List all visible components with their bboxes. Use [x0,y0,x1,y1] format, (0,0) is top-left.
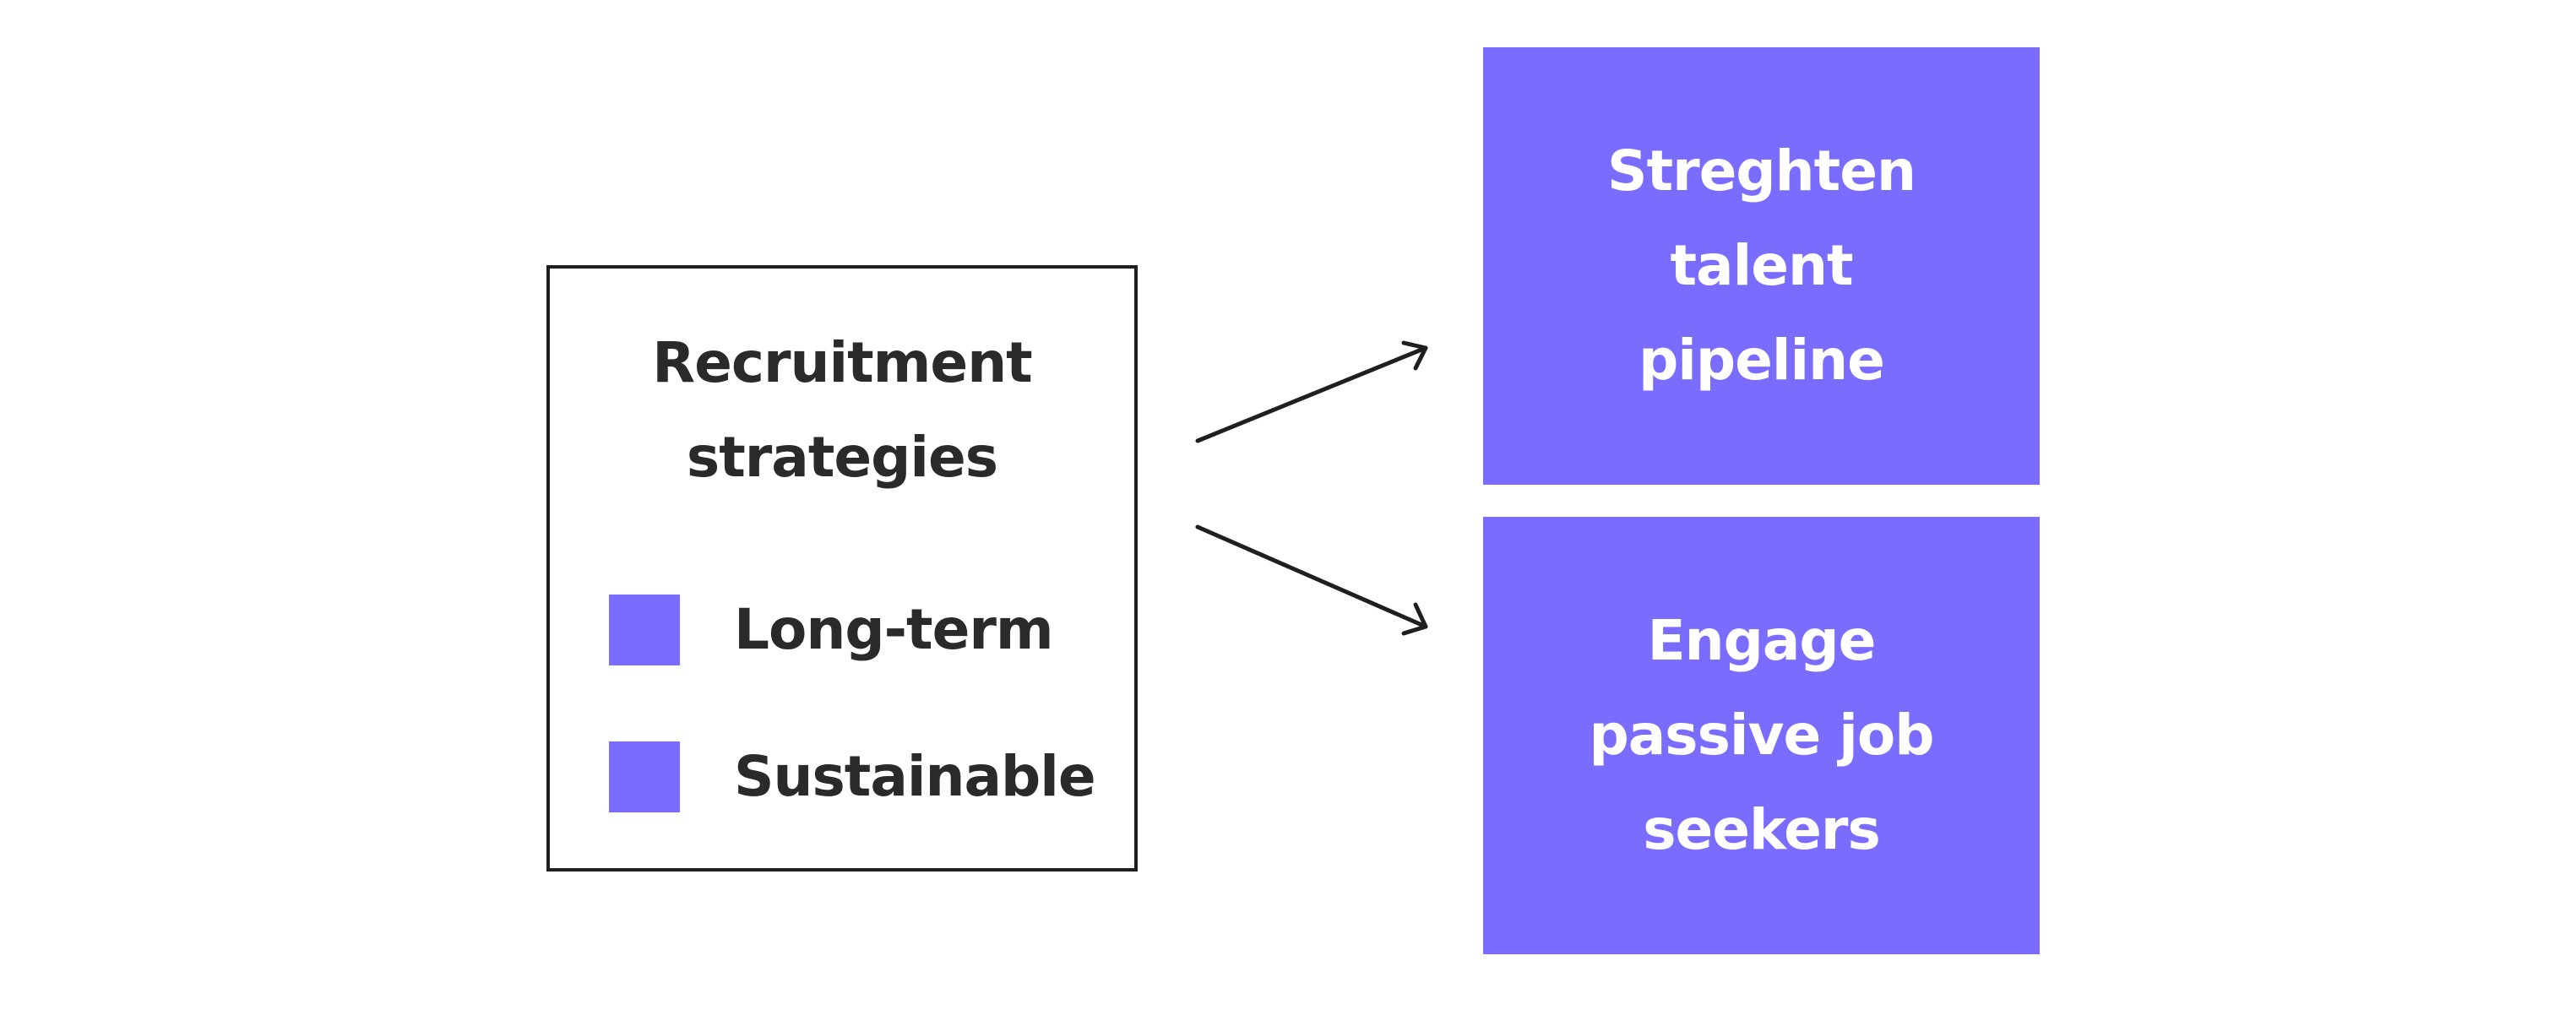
target-line: Engage [1647,608,1877,673]
arrow-to-passive-job-seekers [1195,524,1428,636]
recruitment-strategies-box: Recruitment strategies Long-term Sustain… [546,265,1138,872]
talent-pipeline-box: Streghten talent pipeline [1483,47,2040,485]
title-line: Recruitment [652,330,1033,395]
long-term-label: Long-term [734,597,1054,662]
target-line: talent [1670,233,1853,298]
target-line: pipeline [1639,328,1885,393]
sustainable-swatch [609,741,680,812]
passive-job-seekers-text: Engage passive job seekers [1589,594,1935,877]
sustainable-label: Sustainable [734,744,1096,809]
long-term-swatch [609,595,680,665]
passive-job-seekers-box: Engage passive job seekers [1483,517,2040,954]
target-line: seekers [1643,797,1881,862]
title-line: strategies [686,425,998,490]
recruitment-strategies-title: Recruitment strategies [550,316,1134,505]
target-line: passive job [1589,703,1935,768]
arrow-to-talent-pipeline [1195,340,1428,443]
target-line: Streghten [1607,138,1916,204]
talent-pipeline-text: Streghten talent pipeline [1607,124,1916,408]
